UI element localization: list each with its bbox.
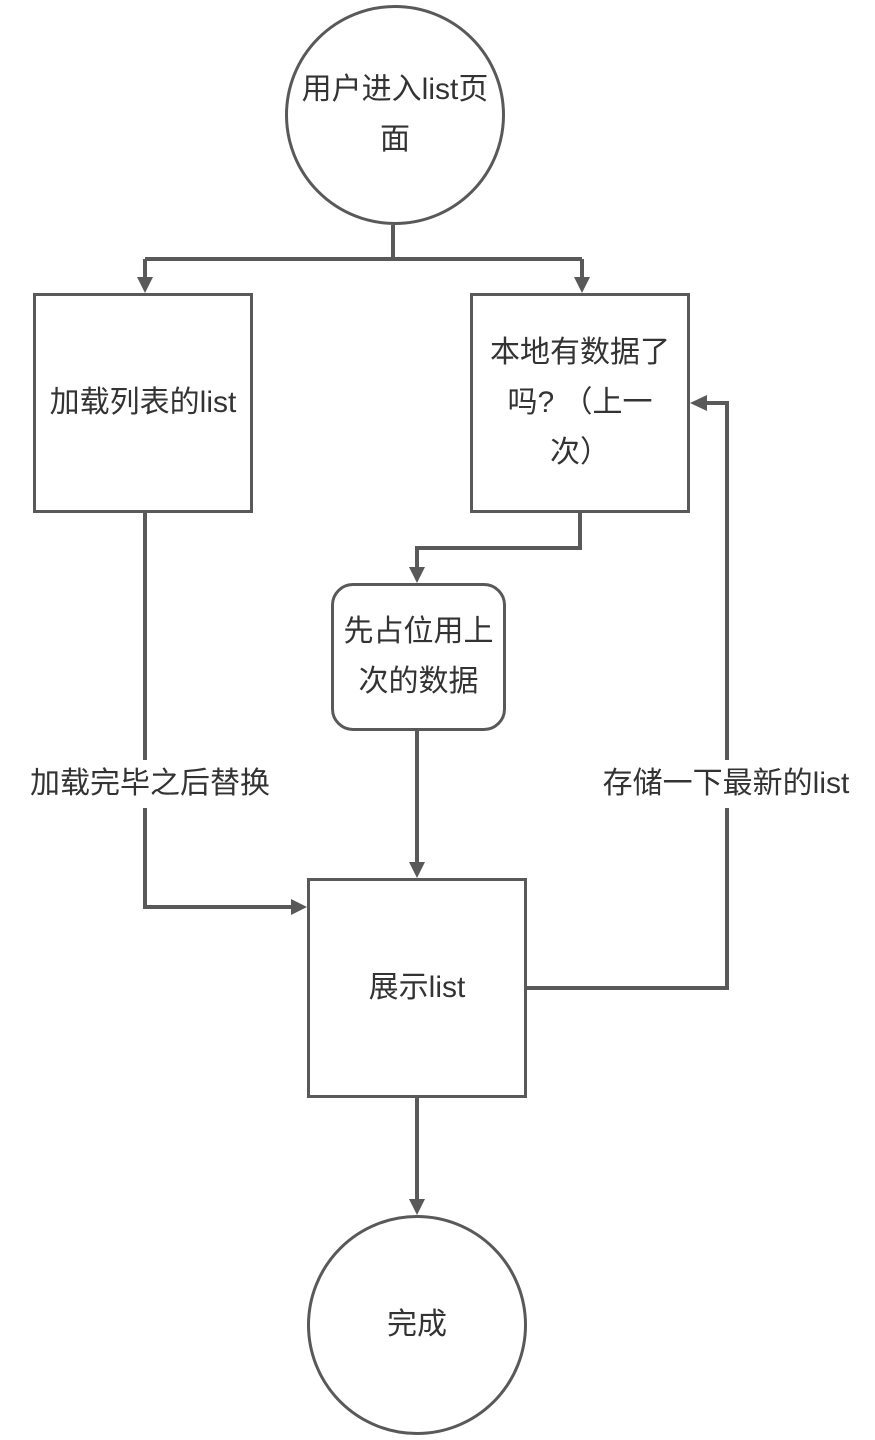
arrowhead-into-placeholder bbox=[409, 567, 425, 583]
edge-loadlist-to-showlist bbox=[143, 511, 293, 909]
start-node-label: 用户进入list页 面 bbox=[301, 73, 489, 156]
load-list-node: 加载列表的list bbox=[33, 293, 253, 513]
load-list-node-label: 加载列表的list bbox=[49, 386, 237, 419]
edge-localdata-to-placeholder bbox=[415, 513, 582, 569]
arrowhead-into-load-list bbox=[137, 277, 153, 293]
arrowhead-into-showlist-top bbox=[409, 862, 425, 878]
arrowhead-into-local-data bbox=[574, 277, 590, 293]
edge-start-branch bbox=[143, 225, 584, 279]
placeholder-node-label: 先占位用上 次的数据 bbox=[343, 615, 494, 698]
edge-label-store-latest-list: 存储一下最新的list bbox=[597, 760, 855, 808]
done-node-label: 完成 bbox=[387, 1308, 447, 1341]
done-node: 完成 bbox=[307, 1215, 527, 1435]
start-node: 用户进入list页 面 bbox=[285, 5, 505, 225]
local-data-node: 本地有数据了 吗? （上一 次） bbox=[470, 293, 690, 513]
show-list-node-label: 展示list bbox=[368, 971, 466, 1004]
show-list-node: 展示list bbox=[307, 878, 527, 1098]
edge-label-replace-after-load: 加载完毕之后替换 bbox=[15, 760, 285, 808]
placeholder-node: 先占位用上 次的数据 bbox=[331, 583, 506, 731]
arrowhead-into-done bbox=[409, 1199, 425, 1215]
arrowhead-into-local-data-right bbox=[690, 395, 707, 411]
edge-showlist-to-localdata bbox=[527, 401, 729, 990]
local-data-node-label: 本地有数据了 吗? （上一 次） bbox=[490, 336, 670, 469]
arrowhead-into-showlist-left bbox=[291, 899, 307, 915]
